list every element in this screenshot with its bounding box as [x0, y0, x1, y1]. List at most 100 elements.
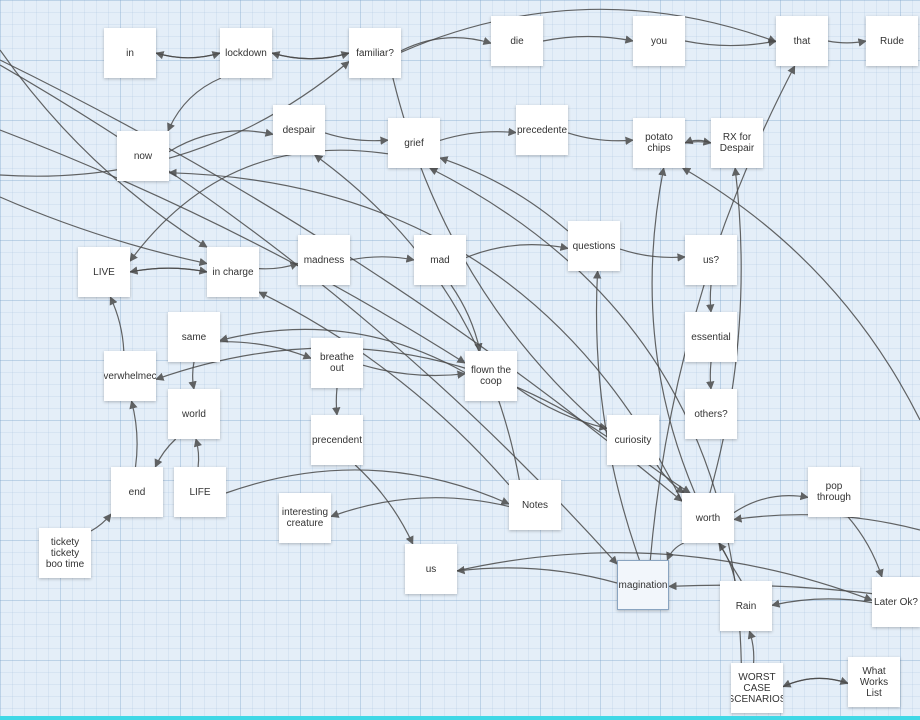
connector-arrow[interactable]	[258, 261, 299, 270]
connector-arrow[interactable]	[847, 516, 884, 578]
note-lockdown[interactable]: lockdown	[220, 28, 272, 78]
connector-arrow[interactable]	[747, 630, 756, 664]
note-familiar[interactable]: familiar?	[349, 28, 401, 78]
note-mad[interactable]: mad	[414, 235, 466, 285]
note-overwhelmed[interactable]: verwhelmec	[104, 351, 156, 401]
note-rain[interactable]: Rain	[720, 581, 772, 631]
connector-arrow[interactable]	[684, 38, 777, 47]
note-imagination[interactable]: magination	[617, 560, 669, 610]
connector-arrow[interactable]	[0, 59, 683, 502]
connector-arrow[interactable]	[362, 364, 466, 379]
connector-arrow[interactable]	[827, 38, 867, 47]
connector-arrow[interactable]	[90, 513, 112, 532]
note-potato-chips[interactable]: potato chips	[633, 118, 685, 168]
connector-arrow[interactable]	[324, 132, 389, 145]
connector-arrow[interactable]	[354, 464, 414, 545]
note-others[interactable]: others?	[685, 389, 737, 439]
note-breathe-out[interactable]: breathe out	[311, 338, 363, 388]
connector-arrow[interactable]	[0, 196, 208, 267]
connector-arrow[interactable]	[349, 254, 415, 263]
connector-arrow[interactable]	[0, 49, 208, 248]
note-grief[interactable]: grief	[388, 118, 440, 168]
note-world[interactable]: world	[168, 389, 220, 439]
connector-arrow[interactable]	[649, 65, 796, 561]
connector-arrow[interactable]	[733, 491, 809, 514]
connector-arrow[interactable]	[684, 136, 712, 145]
connector-arrow[interactable]	[593, 270, 640, 561]
connector-arrow[interactable]	[567, 132, 634, 145]
note-end[interactable]: end	[111, 467, 163, 517]
connector-arrow[interactable]	[109, 296, 125, 352]
connector-arrow[interactable]	[428, 167, 742, 664]
connector-arrow[interactable]	[465, 242, 569, 259]
connector-arrow[interactable]	[706, 361, 715, 390]
note-us-question[interactable]: us?	[685, 235, 737, 285]
connector-arrow[interactable]	[450, 284, 483, 352]
note-that[interactable]: that	[776, 16, 828, 66]
note-in[interactable]: in	[104, 28, 156, 78]
connector-arrow[interactable]	[193, 438, 202, 468]
connector-arrow[interactable]	[542, 35, 634, 44]
note-unprecedented[interactable]: precedente	[516, 105, 568, 155]
note-worth[interactable]: worth	[682, 493, 734, 543]
connector-arrow[interactable]	[656, 464, 685, 494]
note-pop-through[interactable]: pop through	[808, 467, 860, 517]
note-now[interactable]: now	[117, 131, 169, 181]
connector-arrow[interactable]	[168, 128, 274, 153]
connector-arrow[interactable]	[516, 387, 608, 431]
note-despair[interactable]: despair	[273, 105, 325, 155]
connector-arrow[interactable]	[332, 387, 341, 416]
note-what-works-list[interactable]: What Works List	[848, 657, 900, 707]
connector-arrow[interactable]	[456, 565, 618, 584]
note-essential[interactable]: essential	[685, 312, 737, 362]
connector-arrow[interactable]	[188, 361, 197, 390]
connector-arrow[interactable]	[439, 156, 569, 232]
note-rx-for-despair[interactable]: RX for Despair	[711, 118, 763, 168]
note-curiosity[interactable]: curiosity	[607, 415, 659, 465]
note-flown-the-coop[interactable]: flown the coop	[465, 351, 517, 401]
connector-arrow[interactable]	[666, 542, 684, 561]
connector-arrow[interactable]	[167, 77, 222, 132]
note-interesting-creature[interactable]: interesting creature	[279, 493, 331, 543]
connector-arrow[interactable]	[0, 129, 466, 364]
note-worst-case-scenarios[interactable]: WORST CASE SCENARIOS	[731, 663, 783, 713]
connector-arrow[interactable]	[400, 8, 777, 53]
note-rude[interactable]: Rude	[866, 16, 918, 66]
note-you[interactable]: you	[633, 16, 685, 66]
connector-arrow[interactable]	[219, 341, 312, 360]
connector-arrow[interactable]	[154, 438, 177, 468]
note-notes[interactable]: Notes	[509, 480, 561, 530]
connector-arrow[interactable]	[619, 248, 686, 262]
note-die[interactable]: die	[491, 16, 543, 66]
note-precendent[interactable]: precendent	[311, 415, 363, 465]
connector-arrow[interactable]	[129, 266, 208, 275]
connector-arrow[interactable]	[129, 400, 138, 468]
connector-arrow[interactable]	[706, 284, 715, 313]
note-questions[interactable]: questions	[568, 221, 620, 271]
note-life[interactable]: LIFE	[174, 467, 226, 517]
note-same[interactable]: same	[168, 312, 220, 362]
note-live[interactable]: LIVE	[78, 247, 130, 297]
connector-arrow[interactable]	[771, 598, 873, 608]
note-us[interactable]: us	[405, 544, 457, 594]
note-tickety-boo-time[interactable]: tickety tickety boo time	[39, 528, 91, 578]
connector-arrow[interactable]	[400, 36, 492, 52]
connector-arrow[interactable]	[439, 127, 517, 141]
note-madness[interactable]: madness	[298, 235, 350, 285]
note-later-ok[interactable]: Later Ok?	[872, 577, 920, 627]
connector-arrow[interactable]	[330, 497, 510, 518]
connector-arrow[interactable]	[782, 677, 849, 688]
connector-arrow[interactable]	[314, 154, 520, 481]
connector-arrow[interactable]	[155, 347, 608, 438]
connector-arrow[interactable]	[456, 552, 873, 602]
connector-arrow[interactable]	[709, 167, 742, 494]
connector-arrow[interactable]	[129, 149, 389, 262]
connector-arrow[interactable]	[271, 51, 350, 60]
connector-arrow[interactable]	[219, 328, 466, 374]
connector-arrow[interactable]	[155, 51, 221, 60]
connector-arrow[interactable]	[225, 469, 510, 505]
connector-arrow[interactable]	[0, 60, 350, 177]
connector-arrow[interactable]	[681, 167, 920, 421]
connector-arrow[interactable]	[258, 291, 510, 486]
